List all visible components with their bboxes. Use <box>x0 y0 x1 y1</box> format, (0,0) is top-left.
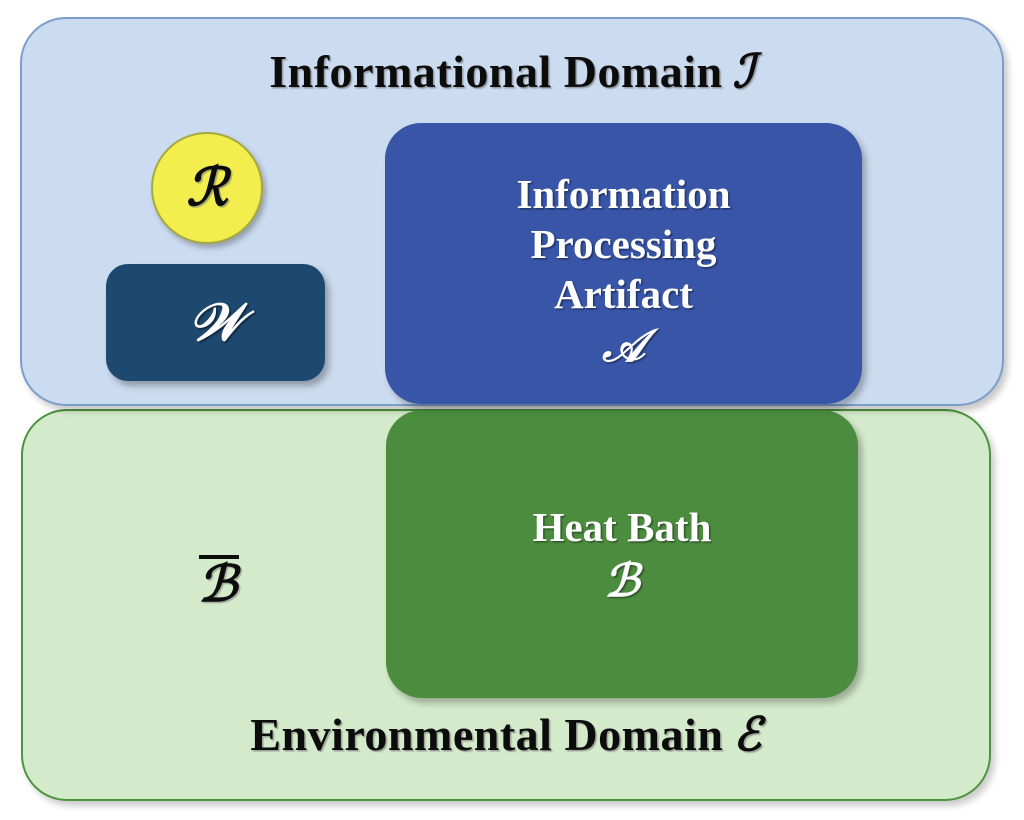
complement-overline-wrap: ℬ <box>198 555 239 609</box>
informational-domain-title-text: Informational Domain <box>269 46 723 97</box>
artifact-label-line-1: Information <box>516 170 731 217</box>
overline-bar-icon <box>199 555 239 559</box>
heat-bath-node[interactable]: Heat Bath ℬ <box>386 410 858 698</box>
work-node[interactable]: 𝒲 <box>106 264 325 381</box>
work-symbol: 𝒲 <box>188 291 243 353</box>
informational-domain-symbol: ℐ <box>732 44 755 98</box>
artifact-label-line-2: Processing <box>530 220 717 267</box>
complement-bath-label: ℬ <box>198 555 239 609</box>
resource-symbol: ℛ <box>186 157 228 218</box>
artifact-label-line-3: Artifact <box>554 270 693 317</box>
heat-bath-label: Heat Bath <box>532 503 712 550</box>
resource-node[interactable]: ℛ <box>151 132 263 244</box>
artifact-node[interactable]: Information Processing Artifact 𝒜 <box>385 123 862 404</box>
artifact-symbol: 𝒜 <box>602 318 645 372</box>
heat-bath-symbol: ℬ <box>604 553 640 607</box>
environmental-domain-symbol: ℰ <box>733 707 762 761</box>
complement-bath-symbol: ℬ <box>198 554 238 613</box>
environmental-domain-title-text: Environmental Domain <box>250 709 724 760</box>
